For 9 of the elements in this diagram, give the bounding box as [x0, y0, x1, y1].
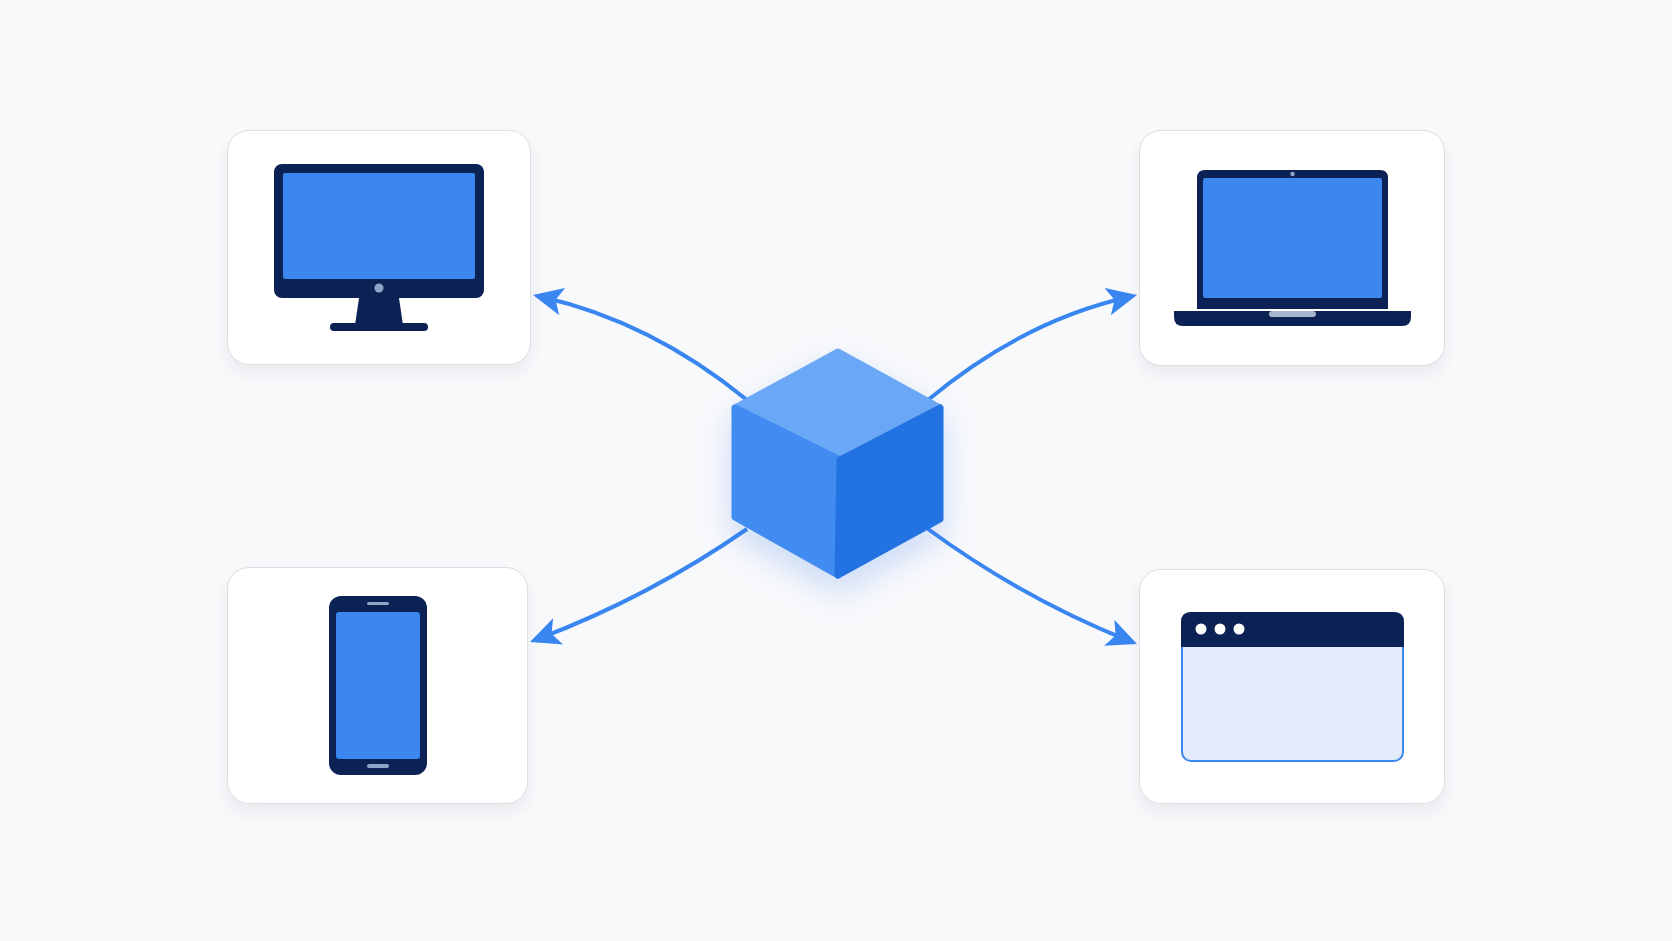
arrow: [926, 288, 1137, 402]
device-card: [227, 567, 528, 804]
device-card: [1139, 569, 1445, 804]
arrow: [926, 527, 1137, 646]
device-card: [1139, 130, 1445, 366]
arrow: [530, 527, 749, 645]
device-card: [227, 130, 531, 365]
arrow: [533, 288, 749, 402]
cube: [731, 348, 944, 579]
